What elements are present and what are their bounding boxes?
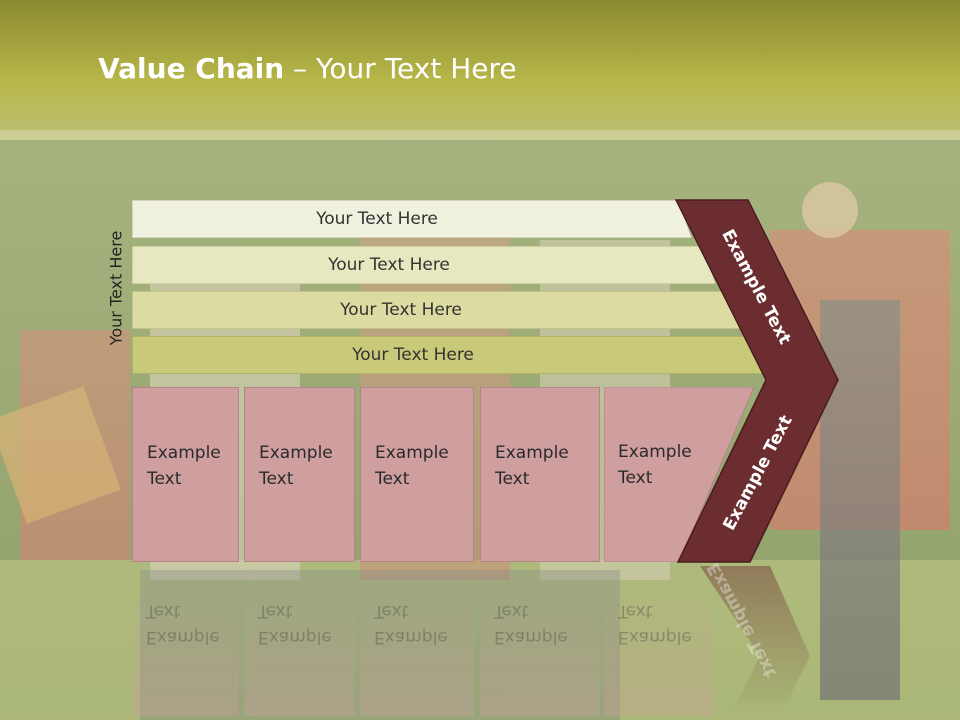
box-reflection: Example Text [480, 566, 600, 716]
box-reflection: Example Text [244, 566, 355, 716]
bar-label: Your Text Here [328, 255, 450, 275]
box-line2: Text [495, 469, 530, 489]
box-reflection: Example Text [132, 566, 239, 716]
bar-shape [132, 246, 716, 284]
box-shape [604, 387, 754, 562]
box-line2: Text [375, 469, 410, 489]
box-line2: Text [618, 468, 653, 488]
box-line1: Example [147, 443, 221, 463]
slide-title: Value Chain – Your Text Here [98, 52, 517, 85]
margin-chevron [674, 199, 839, 563]
reflection-line2: Text [374, 601, 409, 621]
value-bar-3: Your Text Here [132, 291, 740, 329]
bar-shape [132, 200, 692, 238]
value-bar-1: Your Text Here [132, 200, 692, 238]
reflection-line1: Example [258, 627, 332, 647]
bar-label: Your Text Here [340, 300, 462, 320]
bar-label: Your Text Here [352, 345, 474, 365]
side-label: Your Text Here [106, 230, 126, 346]
chevron-reflection [700, 566, 810, 716]
reflection-line2: Text [494, 601, 529, 621]
box-reflection: Example Text [360, 566, 474, 716]
bar-label: Your Text Here [316, 209, 438, 229]
title-bold: Value Chain [98, 52, 285, 85]
box-line1: Example [618, 442, 692, 462]
reflection-line1: Example [494, 627, 568, 647]
bar-shape [132, 336, 764, 374]
value-bar-4: Your Text Here [132, 336, 764, 374]
box-line1: Example [259, 443, 333, 463]
box-line2: Text [147, 469, 182, 489]
reflection-line1: Example [146, 627, 220, 647]
reflection-line1: Example [374, 627, 448, 647]
reflection-line2: Text [146, 601, 181, 621]
bar-shape [132, 291, 740, 329]
box-line1: Example [495, 443, 569, 463]
title-rest: – Your Text Here [284, 52, 517, 85]
reflection-line2: Text [258, 601, 293, 621]
box-line2: Text [259, 469, 294, 489]
value-bar-2: Your Text Here [132, 246, 716, 284]
box-line1: Example [375, 443, 449, 463]
